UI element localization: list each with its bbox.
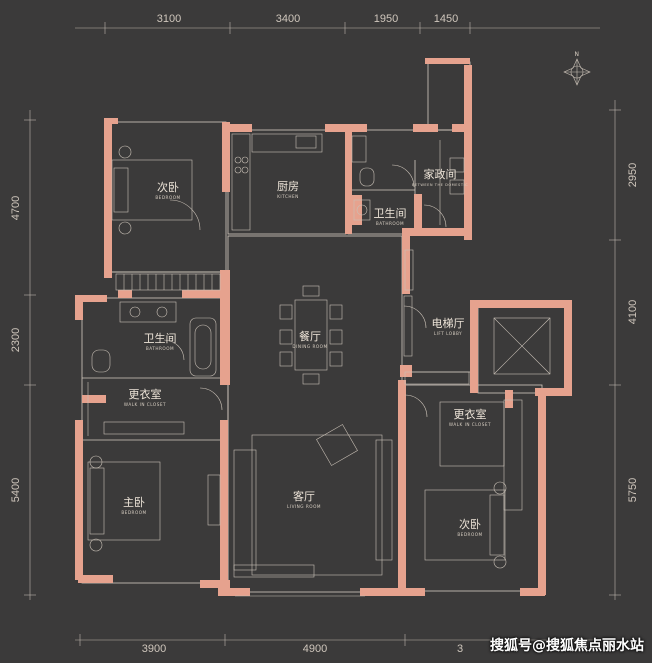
room-label-closet-w: 更衣室 WALK IN CLOSET <box>124 387 166 407</box>
elevator-icon <box>493 317 551 375</box>
compass-icon: N <box>563 51 591 86</box>
dimension-lines <box>24 22 621 646</box>
dim-right-2: 4100 <box>627 300 639 324</box>
room-name-en: BEDROOM <box>121 510 146 515</box>
left-dimension-labels: 4700 2300 5400 <box>10 196 22 502</box>
room-label-lift-lobby: 电梯厅 LIFT LOBBY <box>432 317 465 336</box>
room-label-bathroom-n: 卫生间 BATHROOM <box>374 206 407 226</box>
interior-lines <box>81 61 569 593</box>
room-name-en: LIFT LOBBY <box>434 331 462 336</box>
room-label-laundry: 家政间 BETWEEN THE DOMESTIC <box>412 167 468 187</box>
room-name-en: KITCHEN <box>277 194 299 199</box>
room-label-kitchen: 厨房 KITCHEN <box>277 180 299 199</box>
dim-top-1: 3100 <box>157 13 181 25</box>
top-dimension-labels: 3100 3400 1950 1450 <box>157 13 458 25</box>
room-name-en: DINING ROOM <box>292 344 327 349</box>
bed-se <box>424 489 506 561</box>
room-name: 卫生间 <box>144 331 177 345</box>
dim-left-3: 5400 <box>10 478 22 502</box>
room-name-en: BEDROOM <box>457 532 482 537</box>
dim-bottom-1: 3900 <box>142 643 166 655</box>
room-label-bathroom-w: 卫生间 BATHROOM <box>144 331 177 351</box>
dim-bottom-2: 4900 <box>303 643 327 655</box>
room-name: 主卧 <box>123 496 145 509</box>
watermark: 搜狐号@搜狐焦点丽水站 <box>490 638 644 654</box>
dim-left-2: 2300 <box>10 328 22 352</box>
room-name: 卫生间 <box>374 206 407 220</box>
dim-left-1: 4700 <box>10 196 22 220</box>
room-name-en: BATHROOM <box>376 221 404 226</box>
room-name: 餐厅 <box>299 329 321 343</box>
room-name-en: LIVING ROOM <box>287 504 321 509</box>
room-label-bedroom-nw: 次卧 BEDROOM <box>155 180 180 200</box>
room-name: 次卧 <box>459 517 481 531</box>
room-label-bedroom-se: 次卧 BEDROOM <box>457 517 482 537</box>
bed-nw <box>111 159 193 221</box>
room-label-dining: 餐厅 DINING ROOM <box>292 329 327 349</box>
room-name: 客厅 <box>293 489 315 503</box>
room-name: 更衣室 <box>454 407 487 421</box>
room-label-living: 客厅 LIVING ROOM <box>287 489 321 509</box>
toilet-n <box>359 167 375 187</box>
dim-right-1: 2950 <box>627 163 639 187</box>
bed-master <box>87 461 161 541</box>
room-name-en: BEDROOM <box>155 195 180 200</box>
dim-bottom-3: 3 <box>457 643 463 655</box>
dining-table <box>294 299 328 371</box>
bottom-dimension-labels: 3900 4900 3 <box>142 643 463 655</box>
dim-top-3: 1950 <box>374 13 398 25</box>
room-name: 厨房 <box>277 180 299 193</box>
room-name-en: WALK IN CLOSET <box>124 402 166 407</box>
room-name-en: BETWEEN THE DOMESTIC <box>412 183 468 187</box>
dim-top-4: 1450 <box>434 13 458 25</box>
room-name-en: WALK IN CLOSET <box>449 422 491 427</box>
room-name-en: BATHROOM <box>146 346 174 351</box>
kitchen-counter <box>231 133 251 231</box>
dim-top-2: 3400 <box>276 13 300 25</box>
room-label-closet-e: 更衣室 WALK IN CLOSET <box>449 407 491 427</box>
room-name: 更衣室 <box>129 387 162 401</box>
furniture <box>87 133 551 597</box>
sofa <box>233 449 257 571</box>
room-name: 次卧 <box>157 180 179 194</box>
room-label-master-bedroom: 主卧 BEDROOM <box>121 496 146 515</box>
dim-right-3: 5750 <box>627 478 639 502</box>
right-dimension-labels: 2950 4100 5750 <box>627 163 639 502</box>
walls <box>75 58 572 596</box>
room-name: 电梯厅 <box>432 317 465 330</box>
room-name: 家政间 <box>424 167 457 181</box>
bathtub <box>189 317 217 377</box>
compass-north-label: N <box>575 51 580 58</box>
